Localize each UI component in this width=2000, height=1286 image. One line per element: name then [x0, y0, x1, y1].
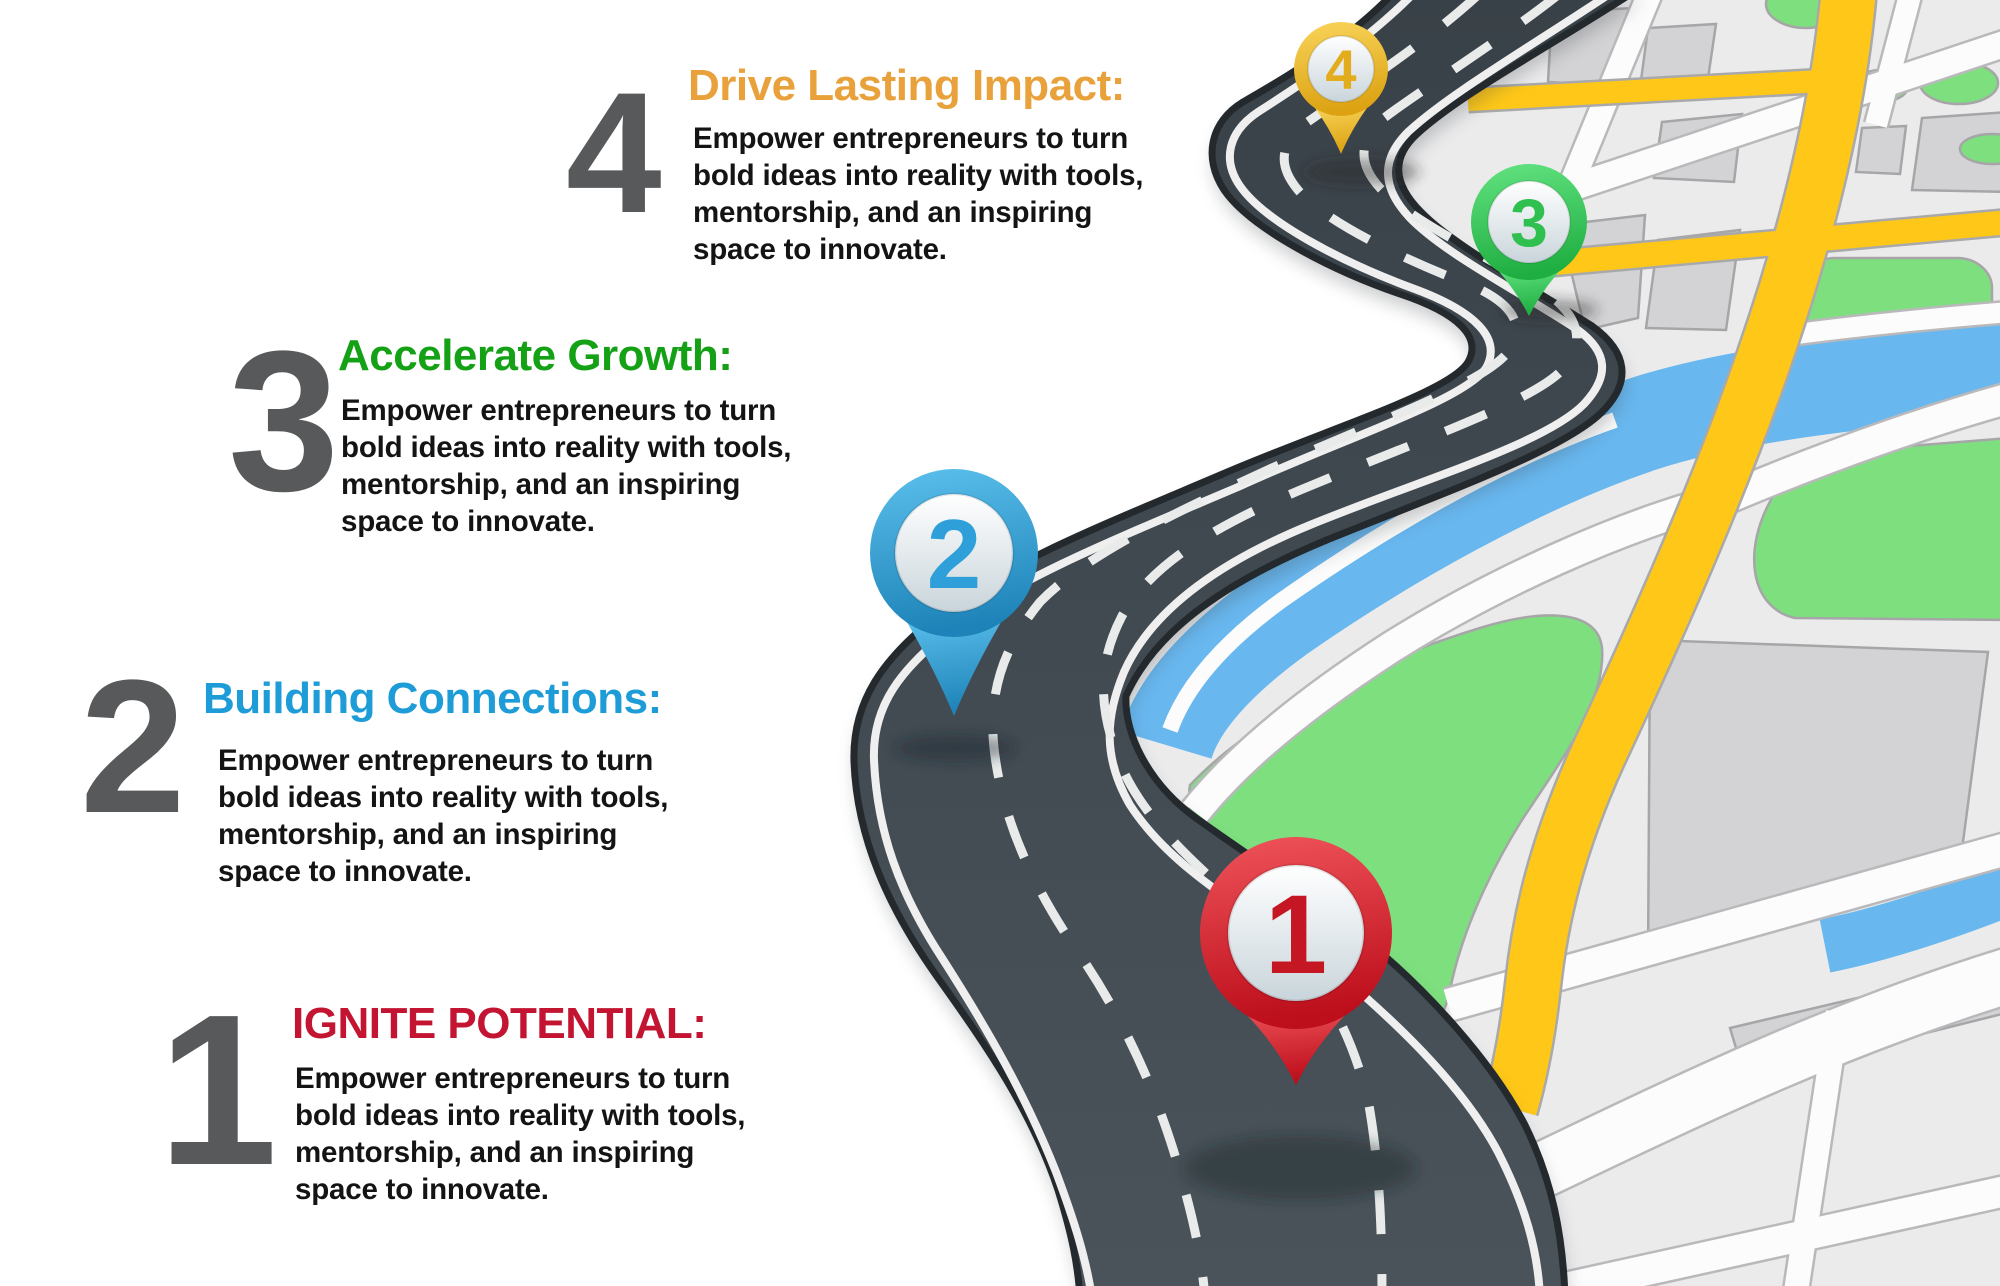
pin1-tail [1238, 1006, 1354, 1085]
step3-line4: space to innovate. [341, 505, 595, 538]
step2-line1: Empower entrepreneurs to turn [218, 744, 654, 777]
step1-line2: bold ideas into reality with tools, [295, 1099, 746, 1132]
step1-line1: Empower entrepreneurs to turn [295, 1062, 731, 1095]
step2-line3: mentorship, and an inspiring [218, 818, 618, 851]
road-surface [850, 0, 1628, 1286]
map-pin-3: 3 [1471, 164, 1587, 316]
step4-description: Empower entrepreneurs to turn bold ideas… [693, 120, 1143, 268]
pin3-tail [1494, 266, 1564, 316]
pin4-face [1307, 35, 1375, 103]
step4-line4: space to innovate. [693, 233, 947, 266]
map-pin-4: 4 [1294, 22, 1388, 154]
step2-description: Empower entrepreneurs to turn bold ideas… [218, 742, 668, 890]
pin4-tail [1313, 105, 1369, 154]
step2-title: Building Connections: [203, 674, 662, 723]
step4-title: Drive Lasting Impact: [688, 61, 1125, 110]
step3-number: 3 [228, 310, 340, 533]
step1-line3: mentorship, and an inspiring [295, 1136, 695, 1169]
step4-number: 4 [566, 57, 662, 249]
step1-title: IGNITE POTENTIAL: [292, 999, 707, 1048]
step1-number: 1 [158, 969, 278, 1210]
pin2-number: 2 [927, 499, 982, 609]
pin3-number: 3 [1510, 185, 1548, 261]
pin2-face [893, 492, 1015, 614]
step3-line2: bold ideas into reality with tools, [341, 431, 792, 464]
step2-line4: space to innovate. [218, 855, 472, 888]
step4-line3: mentorship, and an inspiring [693, 196, 1093, 229]
map-pin-1: 1 [1200, 837, 1392, 1085]
pin1-number: 1 [1265, 872, 1327, 997]
map-avenues [1467, 0, 2000, 1116]
pin2-tail [904, 617, 1004, 716]
step3-line1: Empower entrepreneurs to turn [341, 394, 777, 427]
step4-line1: Empower entrepreneurs to turn [693, 122, 1129, 155]
pin-shadows [895, 159, 1598, 1200]
pin3-face [1487, 180, 1571, 264]
pin4-number: 4 [1325, 38, 1356, 101]
pin1-face [1226, 863, 1366, 1003]
step2-line2: bold ideas into reality with tools, [218, 781, 669, 814]
step3-title: Accelerate Growth: [338, 331, 733, 380]
map-pin-2: 2 [870, 469, 1038, 716]
step3-line3: mentorship, and an inspiring [341, 468, 741, 501]
step4-line2: bold ideas into reality with tools, [693, 159, 1144, 192]
step2-number: 2 [80, 641, 186, 853]
step1-description: Empower entrepreneurs to turn bold ideas… [295, 1060, 745, 1208]
step1-line4: space to innovate. [295, 1173, 549, 1206]
map-river [1125, 320, 2000, 973]
step3-description: Empower entrepreneurs to turn bold ideas… [341, 392, 791, 540]
